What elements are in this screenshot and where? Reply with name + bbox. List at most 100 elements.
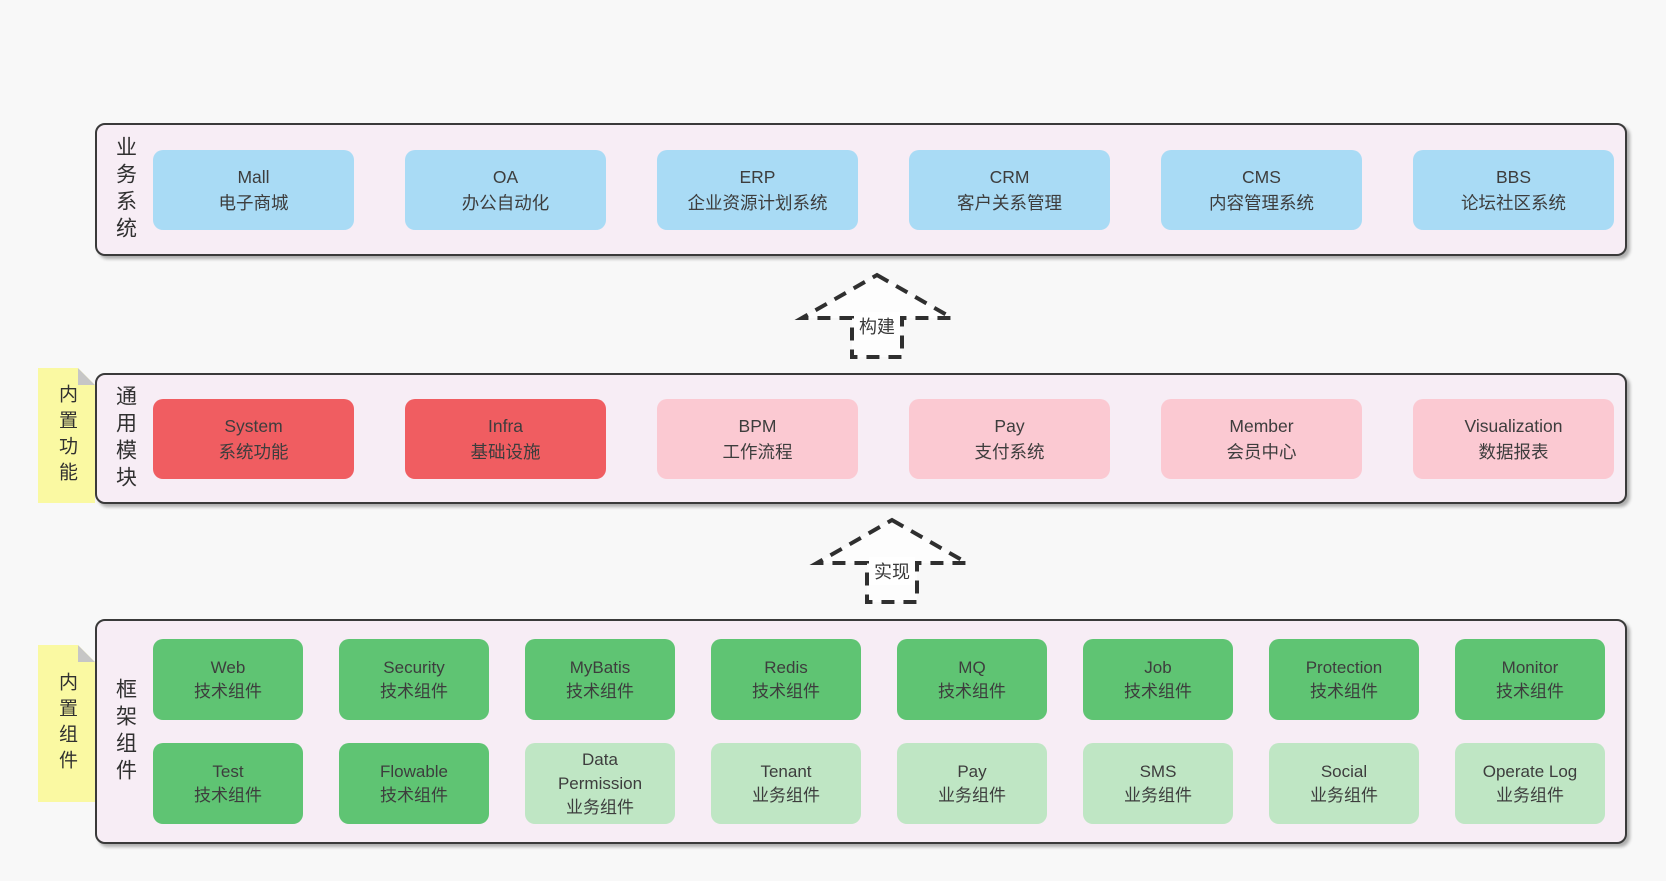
- box-oa: OA 办公自动化: [405, 149, 606, 230]
- box-title: Job: [1144, 657, 1172, 677]
- box-subtitle: 客户关系管理: [957, 192, 1062, 213]
- sticky-fold-corner-icon: [78, 645, 95, 662]
- modules-box-row: System 系统功能 Infra 基础设施 BPM 工作流程 Pay 支付系统…: [153, 398, 1614, 479]
- box-title: Protection: [1305, 657, 1383, 677]
- box-title: MyBatis: [569, 657, 631, 677]
- box-web: Web 技术组件: [153, 639, 303, 720]
- box-mq: MQ 技术组件: [897, 639, 1047, 720]
- box-bpm: BPM 工作流程: [657, 398, 858, 479]
- box-title: Member: [1229, 415, 1294, 436]
- box-subtitle: 技术组件: [380, 681, 448, 701]
- band-business-label: 业务系统: [97, 125, 153, 254]
- box-monitor: Monitor 技术组件: [1455, 639, 1605, 720]
- box-subtitle: 基础设施: [470, 441, 541, 462]
- box-subtitle: 内容管理系统: [1209, 192, 1314, 213]
- box-title: Security: [383, 657, 445, 677]
- box-mall: Mall 电子商城: [153, 149, 354, 230]
- box-tenant: Tenant 业务组件: [711, 743, 861, 824]
- box-subtitle: 数据报表: [1478, 441, 1549, 462]
- sticky-note-built-in-features: 内置功能: [38, 368, 95, 503]
- box-title: Monitor: [1501, 657, 1559, 677]
- components-row-2: Test 技术组件 Flowable 技术组件 Data Permission …: [153, 743, 1605, 824]
- box-title: Infra: [487, 415, 524, 436]
- box-subtitle: 业务组件: [566, 797, 634, 817]
- box-subtitle: 工作流程: [722, 441, 793, 462]
- box-subtitle: 技术组件: [1310, 681, 1378, 701]
- box-system: System 系统功能: [153, 398, 354, 479]
- box-crm: CRM 客户关系管理: [909, 149, 1110, 230]
- box-subtitle: 业务组件: [1310, 785, 1378, 805]
- sticky-note-built-in-components: 内置组件: [38, 645, 95, 802]
- box-subtitle: 技术组件: [1496, 681, 1564, 701]
- box-title: CMS: [1242, 166, 1281, 187]
- implement-arrow-icon: 实现: [807, 517, 977, 605]
- box-title: CRM: [989, 166, 1030, 187]
- box-security: Security 技术组件: [339, 639, 489, 720]
- components-row-1: Web 技术组件 Security 技术组件 MyBatis 技术组件 Redi…: [153, 639, 1605, 720]
- box-title: Pay: [957, 761, 987, 781]
- band-label-text: 框架组件: [113, 677, 137, 786]
- box-title: System: [224, 415, 283, 436]
- box-social: Social 业务组件: [1269, 743, 1419, 824]
- box-subtitle: 会员中心: [1226, 441, 1297, 462]
- band-business-systems: 业务系统 Mall 电子商城 OA 办公自动化 ERP 企业资源计划系统 CRM…: [95, 123, 1627, 256]
- band-label-text: 业务系统: [113, 135, 137, 244]
- box-subtitle: 业务组件: [1124, 785, 1192, 805]
- sticky-label: 内置组件: [56, 671, 77, 776]
- box-subtitle: 技术组件: [380, 785, 448, 805]
- box-title: Visualization: [1464, 415, 1563, 436]
- band-modules-label: 通用模块: [97, 375, 153, 502]
- band-label-text: 通用模块: [113, 384, 137, 493]
- box-subtitle: 论坛社区系统: [1461, 192, 1566, 213]
- box-visualization: Visualization 数据报表: [1413, 398, 1614, 479]
- box-subtitle: 电子商城: [218, 192, 289, 213]
- box-infra: Infra 基础设施: [405, 398, 606, 479]
- box-subtitle: 办公自动化: [461, 192, 550, 213]
- box-title: Mall: [237, 166, 270, 187]
- box-test: Test 技术组件: [153, 743, 303, 824]
- box-subtitle: 技术组件: [752, 681, 820, 701]
- box-subtitle: 技术组件: [938, 681, 1006, 701]
- box-subtitle: 技术组件: [194, 785, 262, 805]
- box-title: Social: [1320, 761, 1368, 781]
- box-title: Data Permission: [557, 749, 643, 793]
- implement-arrow-label: 实现: [869, 557, 915, 585]
- business-box-row: Mall 电子商城 OA 办公自动化 ERP 企业资源计划系统 CRM 客户关系…: [153, 149, 1614, 230]
- box-flowable: Flowable 技术组件: [339, 743, 489, 824]
- box-member: Member 会员中心: [1161, 398, 1362, 479]
- box-title: BBS: [1495, 166, 1532, 187]
- box-bbs: BBS 论坛社区系统: [1413, 149, 1614, 230]
- box-erp: ERP 企业资源计划系统: [657, 149, 858, 230]
- box-title: ERP: [739, 166, 776, 187]
- box-data-permission: Data Permission 业务组件: [525, 743, 675, 824]
- box-title: BPM: [738, 415, 777, 436]
- box-redis: Redis 技术组件: [711, 639, 861, 720]
- box-pay-component: Pay 业务组件: [897, 743, 1047, 824]
- box-subtitle: 企业资源计划系统: [687, 192, 828, 213]
- box-title: Redis: [764, 657, 808, 677]
- box-title: Web: [210, 657, 246, 677]
- box-sms: SMS 业务组件: [1083, 743, 1233, 824]
- band-framework-components: 框架组件 Web 技术组件 Security 技术组件 MyBatis 技术组件…: [95, 619, 1627, 844]
- components-box-grid: Web 技术组件 Security 技术组件 MyBatis 技术组件 Redi…: [153, 639, 1605, 824]
- box-job: Job 技术组件: [1083, 639, 1233, 720]
- box-title: Operate Log: [1482, 761, 1578, 781]
- band-common-modules: 通用模块 System 系统功能 Infra 基础设施 BPM 工作流程 Pay…: [95, 373, 1627, 504]
- box-title: Flowable: [379, 761, 449, 781]
- box-operate-log: Operate Log 业务组件: [1455, 743, 1605, 824]
- box-cms: CMS 内容管理系统: [1161, 149, 1362, 230]
- box-pay: Pay 支付系统: [909, 398, 1110, 479]
- box-subtitle: 技术组件: [194, 681, 262, 701]
- box-title: Tenant: [760, 761, 812, 781]
- box-title: MQ: [958, 657, 986, 677]
- build-arrow-icon: 构建: [792, 272, 962, 360]
- box-protection: Protection 技术组件: [1269, 639, 1419, 720]
- build-arrow-label: 构建: [854, 312, 900, 340]
- box-subtitle: 业务组件: [1496, 785, 1564, 805]
- sticky-label: 内置功能: [56, 383, 77, 488]
- box-mybatis: MyBatis 技术组件: [525, 639, 675, 720]
- box-title: SMS: [1139, 761, 1177, 781]
- sticky-fold-corner-icon: [78, 368, 95, 385]
- box-subtitle: 业务组件: [938, 785, 1006, 805]
